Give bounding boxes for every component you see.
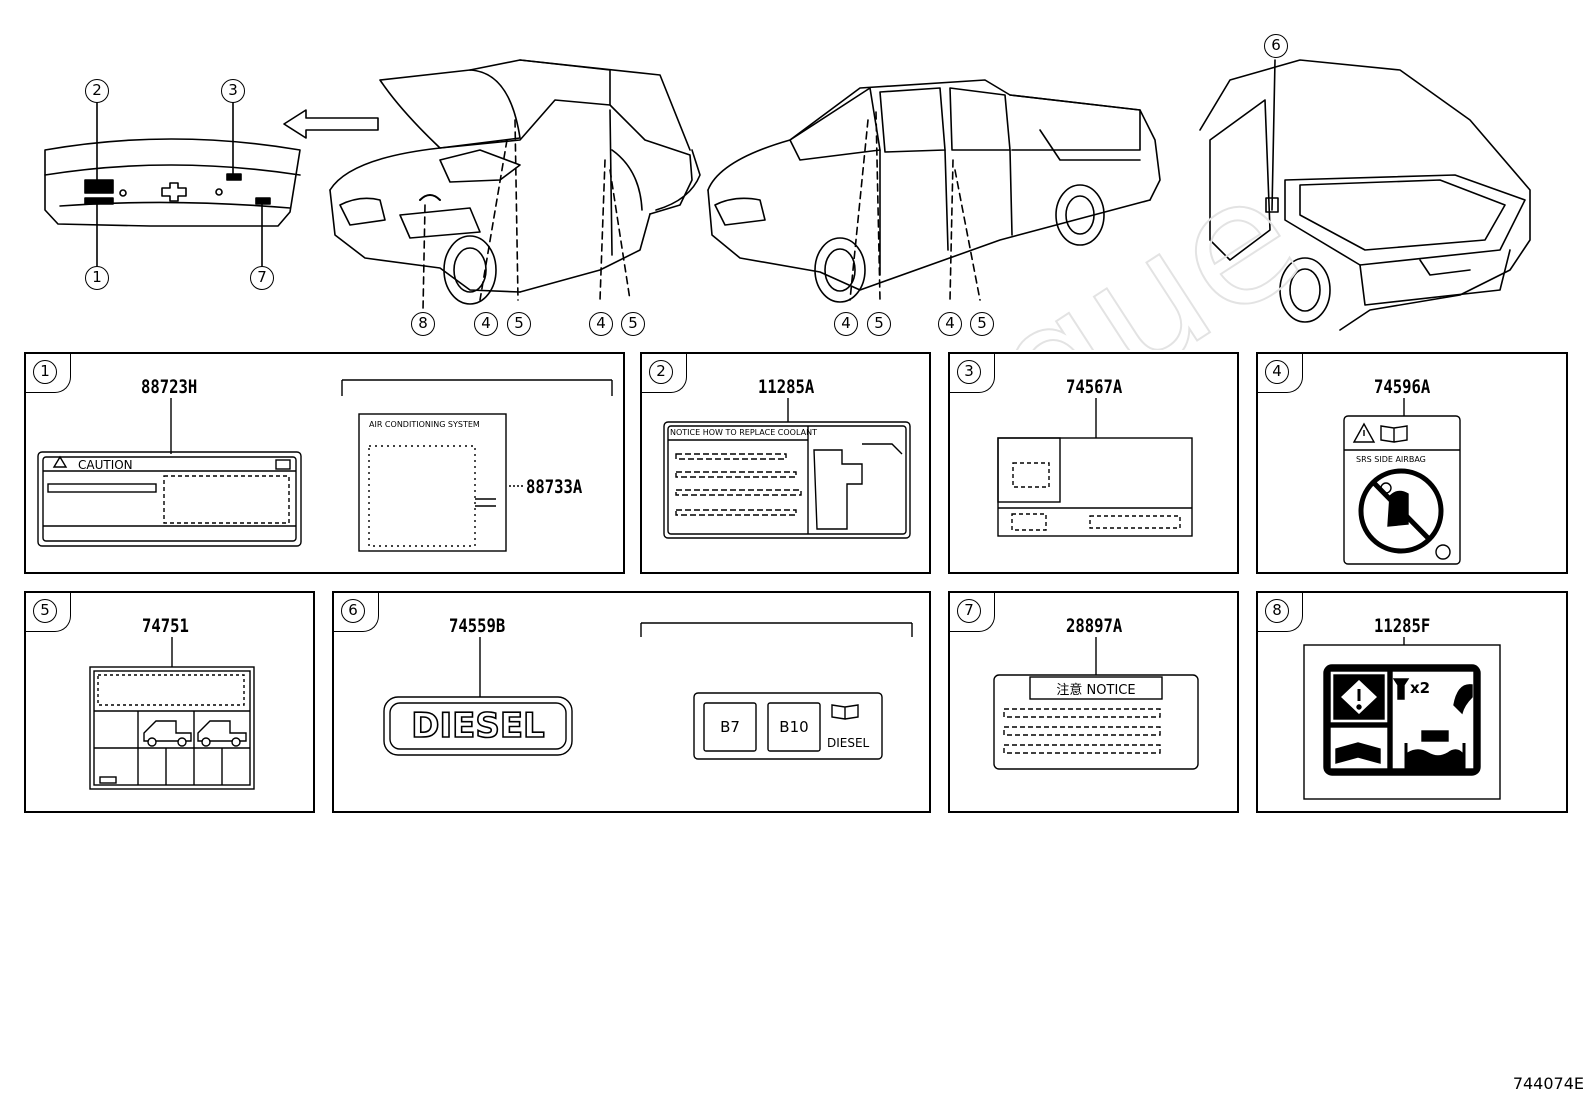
panel-tab: 5 [25,592,71,632]
x2-text: x2 [1410,679,1431,697]
callout-2: 2 [85,79,109,103]
panel-tab: 1 [25,353,71,393]
callout-4: 4 [938,312,962,336]
hood-underside [44,101,379,267]
b10-text: B10 [779,718,809,736]
panel-8-label [1303,637,1501,800]
panel-6-labels [383,622,913,760]
panel-8: 8 11285F x2 [1256,591,1568,813]
panel-index: 6 [341,599,365,623]
part-number: 74596A [1374,376,1431,398]
b7-text: B7 [720,718,740,736]
panel-tab: 3 [949,353,995,393]
panel-7-label [993,637,1199,770]
callout-5: 5 [970,312,994,336]
panel-1-labels [37,379,613,552]
panel-tab: 2 [641,353,687,393]
rear-pickup-vehicle [1199,59,1531,331]
panel-tab: 8 [1257,592,1303,632]
diesel-badge-text: DIESEL [410,705,545,747]
diesel-small-text: DIESEL [827,736,870,750]
single-cab-vehicle [329,59,701,311]
callout-4: 4 [474,312,498,336]
panel-4: 4 74596A SRS SIDE AIRBAG [1256,352,1568,574]
vehicle-illustrations: ToyotaCatalogue [33,59,1531,350]
ac-system-text: AIR CONDITIONING SYSTEM [369,420,480,429]
part-number: 74567A [1066,376,1123,398]
part-number: 88733A [526,476,583,498]
panel-5: 5 74751 [24,591,315,813]
callout-1: 1 [85,266,109,290]
double-cab-vehicle [707,79,1161,303]
panel-5-label [89,637,255,790]
panel-index: 5 [33,599,57,623]
srs-side-airbag-text: SRS SIDE AIRBAG [1356,455,1426,464]
callout-4: 4 [589,312,613,336]
panel-3-label [997,398,1193,537]
panel-index: 2 [649,360,673,384]
panel-1: 1 88723H 88733A CAUTION AIR CONDITIONING… [24,352,625,574]
part-number: 11285A [758,376,815,398]
caution-text: CAUTION [78,458,133,472]
panel-4-label [1343,398,1461,565]
callout-8: 8 [411,312,435,336]
panel-3: 3 74567A [948,352,1239,574]
callout-5: 5 [621,312,645,336]
panel-tab: 4 [1257,353,1303,393]
callout-7: 7 [250,266,274,290]
panel-7: 7 28897A 注意 NOTICE [948,591,1239,813]
callout-5: 5 [507,312,531,336]
panel-2-label [663,398,911,539]
panel-index: 7 [957,599,981,623]
part-number: 88723H [141,376,198,398]
panel-index: 4 [1265,360,1289,384]
panel-index: 3 [957,360,981,384]
part-number: 74559B [449,615,506,637]
callout-6: 6 [1264,34,1288,58]
diagram-id: 744074E [1512,1074,1584,1093]
panel-tab: 7 [949,592,995,632]
panel-index: 1 [33,360,57,384]
part-number: 11285F [1374,615,1431,637]
callout-3: 3 [221,79,245,103]
notice-coolant-text: NOTICE HOW TO REPLACE COOLANT [670,428,817,437]
callout-4: 4 [834,312,858,336]
panel-6: 6 74559B DIESEL B7 B10 DIESEL [332,591,931,813]
notice-text: 注意 NOTICE [1056,683,1136,698]
panel-index: 8 [1265,599,1289,623]
panel-2: 2 11285A NOTICE HOW TO REPLACE COOLANT [640,352,931,574]
callout-5: 5 [867,312,891,336]
part-number: 74751 [142,615,189,637]
part-number: 28897A [1066,615,1123,637]
panel-tab: 6 [333,592,379,632]
